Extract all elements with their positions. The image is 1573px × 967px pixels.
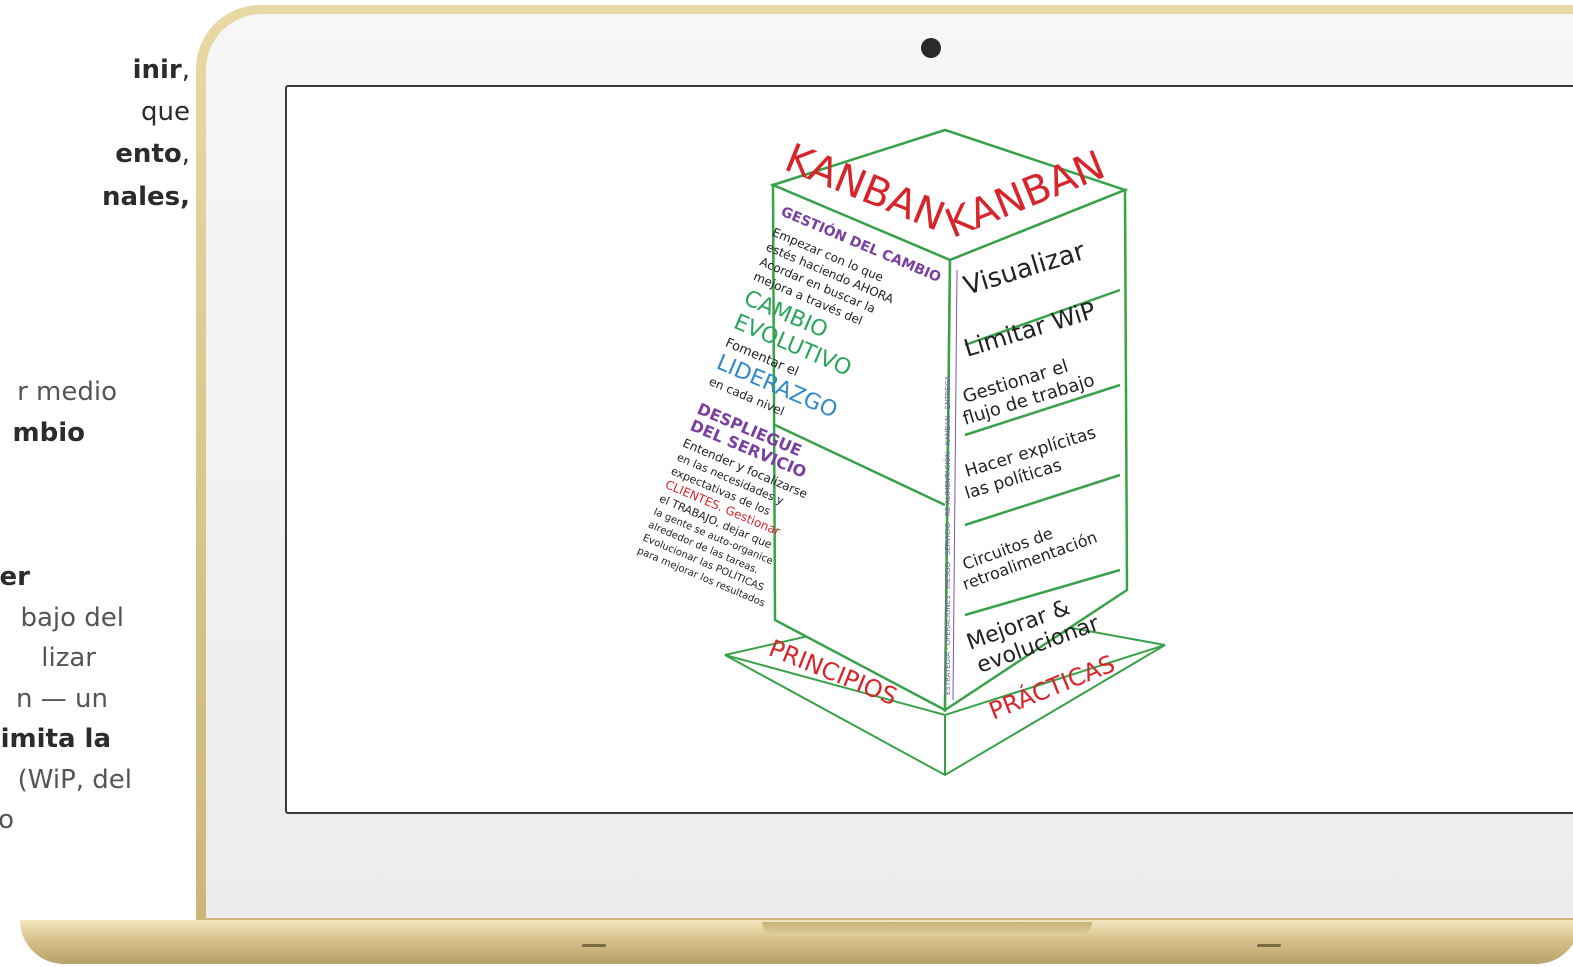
kanban-pillar-svg: KANBAN KANBAN GESTIÓN DEL CAMBIO Empezar… <box>285 85 1573 810</box>
kanban-illustration: KANBAN KANBAN GESTIÓN DEL CAMBIO Empezar… <box>285 85 1573 810</box>
camera-icon <box>921 38 941 58</box>
text-line: o <box>0 800 14 840</box>
text-line: lizar <box>41 638 96 678</box>
text-line: bajo del <box>20 598 124 638</box>
spine-text: ESTRATEGIA · OPERACIONES · RIESGO · SERV… <box>943 375 952 695</box>
text-line: (WiP, del <box>18 760 132 800</box>
text-line: r medio <box>17 372 117 412</box>
text-line: mbio <box>13 413 85 453</box>
laptop-notch <box>762 922 1092 936</box>
left-text-column: inir, que ento, nales, r medio mbio er b… <box>0 0 190 967</box>
laptop-foot <box>1257 944 1281 947</box>
text-line: n — un <box>16 679 108 719</box>
text-line: er <box>0 557 30 597</box>
text-line: nales, <box>102 177 190 217</box>
text-line: imita la <box>1 719 111 759</box>
laptop-foot <box>582 944 606 947</box>
text-line: inir, <box>133 50 190 90</box>
text-line: que <box>141 92 190 132</box>
text-line: ento, <box>115 134 190 174</box>
laptop-base <box>0 912 1573 967</box>
